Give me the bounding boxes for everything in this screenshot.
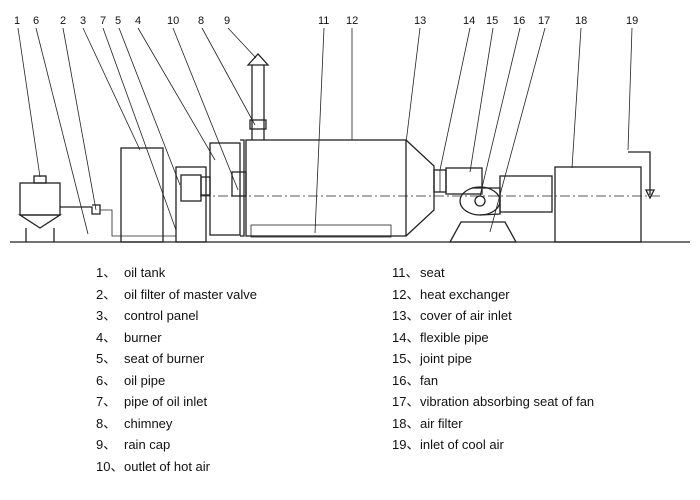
legend-item: 16、fan [392, 372, 439, 388]
callout-12: 12 [346, 15, 358, 27]
machine-diagram: 1 6 2 3 7 5 4 10 8 9 11 12 13 14 15 16 1… [10, 15, 690, 243]
callout-15: 15 [486, 15, 498, 27]
flexible-pipe [433, 167, 483, 195]
legend-right: 11、seat 12、heat exchanger 13、cover of ai… [392, 262, 594, 456]
legend-item: 3、control panel [96, 308, 199, 323]
callout-18: 18 [575, 15, 587, 27]
callout-3: 3 [80, 15, 86, 27]
burner-assembly [175, 139, 247, 243]
legend-item: 4、burner [96, 329, 162, 345]
legend-item: 5、seat of burner [96, 351, 205, 366]
legend-item: 18、air filter [392, 415, 463, 431]
legend-item: 6、oil pipe [96, 372, 166, 388]
callout-10: 10 [167, 15, 179, 27]
air-filter [554, 166, 642, 243]
callout-11: 11 [318, 15, 329, 27]
oil-pipe [60, 204, 176, 237]
legend-item: 12、heat exchanger [392, 286, 510, 302]
oil-tank [17, 175, 63, 242]
callout-4: 4 [135, 15, 141, 27]
callout-19: 19 [626, 15, 638, 27]
legend-item: 15、joint pipe [392, 351, 473, 366]
fan-seat [448, 221, 518, 243]
callout-13: 13 [414, 15, 426, 27]
callout-16: 16 [513, 15, 525, 27]
cool-air-arrow [644, 189, 656, 200]
callout-8: 8 [198, 15, 204, 27]
legend-item: 2、oil filter of master valve [96, 286, 257, 302]
heat-exchanger [245, 139, 435, 238]
legend-item: 19、inlet of cool air [392, 437, 504, 452]
legend-item: 8、chimney [96, 415, 173, 431]
callout-14: 14 [463, 15, 475, 27]
legend-item: 1、oil tank [96, 265, 166, 280]
legend-left: 1、oil tank 2、oil filter of master valve … [96, 262, 257, 477]
legend-item: 14、flexible pipe [392, 329, 489, 345]
legend-item: 17、vibration absorbing seat of fan [392, 394, 595, 409]
legend-item: 9、rain cap [96, 437, 171, 452]
control-panel [120, 147, 164, 243]
legend-item: 10、outlet of hot air [96, 458, 210, 474]
callout-17: 17 [538, 15, 550, 27]
callout-7: 7 [100, 15, 106, 27]
callout-6: 6 [33, 15, 39, 27]
legend-item: 11、seat [392, 265, 445, 280]
cool-air-inlet [628, 151, 651, 195]
callout-numbers: 1 6 2 3 7 5 4 10 8 9 11 12 13 14 15 16 1… [14, 15, 638, 27]
chimney [246, 53, 270, 140]
callout-5: 5 [115, 15, 121, 27]
callout-2: 2 [60, 15, 66, 27]
fan [459, 175, 553, 216]
legend-item: 13、cover of air inlet [392, 308, 512, 323]
legend-item: 7、pipe of oil inlet [96, 394, 208, 409]
leader-lines [17, 27, 633, 235]
callout-9: 9 [224, 15, 230, 27]
callout-1: 1 [14, 15, 20, 27]
